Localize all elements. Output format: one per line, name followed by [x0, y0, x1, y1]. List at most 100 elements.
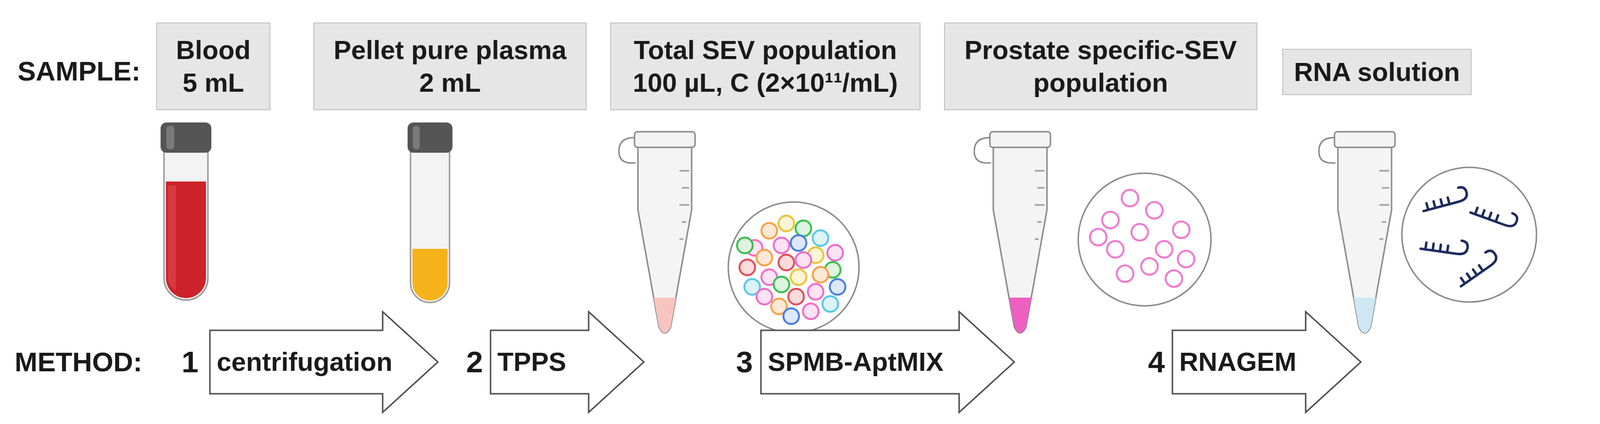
arrow-shape: [1172, 311, 1361, 413]
magnifier-circle: [1078, 173, 1211, 307]
vesicle: [773, 237, 790, 254]
arrow-shape: [490, 311, 644, 413]
sample-text: Prostate specific-SEV population: [955, 33, 1246, 100]
rna-strand: [1420, 235, 1469, 256]
magnifier-circle: [1401, 167, 1537, 303]
method-name: RNAGEM: [1179, 345, 1297, 379]
graduation-marks: [1379, 170, 1390, 240]
cap-highlight: [166, 125, 175, 150]
plasma-tube: [407, 122, 453, 303]
sample-text: Pellet pure plasma: [333, 33, 567, 67]
arrow-shape: [760, 311, 1015, 413]
lid-hinge: [974, 137, 991, 164]
eppendorf-tube: [974, 131, 1051, 334]
vesicle: [812, 266, 829, 283]
vesicle: [790, 269, 807, 286]
vesicle: [1141, 258, 1158, 275]
vesicle: [795, 220, 812, 237]
tube-lid: [634, 131, 696, 148]
tube-lid: [989, 131, 1051, 148]
rna-strand: [1419, 185, 1469, 212]
vesicle: [739, 259, 756, 276]
method-name: TPPS: [497, 345, 567, 379]
method-arrow: SPMB-AptMIX: [759, 310, 1016, 414]
graduation-marks: [679, 170, 690, 240]
vesicle: [1155, 241, 1173, 258]
vesicle: [737, 237, 753, 254]
vesicle: [812, 230, 829, 247]
vesicle: [1102, 211, 1119, 229]
lid-hinge: [1318, 137, 1336, 164]
lid-hinge: [618, 137, 636, 164]
vesicle: [822, 296, 839, 312]
tube-liquid: [653, 297, 677, 334]
tube-cap: [160, 122, 212, 153]
sample-box: Total SEV population100 µL, C (2×10¹¹/mL…: [610, 22, 921, 111]
rna-strand: [1470, 199, 1519, 229]
step-number: 4: [1148, 344, 1165, 381]
liquid-highlight: [167, 185, 176, 291]
vesicle: [788, 288, 804, 305]
sample-box: Pellet pure plasma2 mL: [313, 22, 587, 111]
sample-box: RNA solution: [1282, 48, 1472, 96]
row-heading: SAMPLE:: [17, 54, 141, 88]
vesicle: [783, 308, 800, 325]
method-arrow: centrifugation: [208, 310, 439, 414]
tube-cap: [407, 122, 453, 153]
graduation-marks: [1034, 170, 1045, 240]
magnifier-circle: [728, 202, 860, 333]
row-heading: METHOD:: [14, 345, 143, 379]
cap-highlight: [412, 125, 420, 150]
arrow-shape: [209, 311, 438, 413]
vesicle: [778, 254, 795, 271]
tube-glass: [410, 148, 450, 303]
sample-text: 2 mL: [419, 66, 481, 100]
vesicle: [829, 279, 846, 295]
vesicle: [1116, 265, 1134, 283]
method-name: centrifugation: [216, 345, 393, 379]
vesicle: [773, 276, 790, 293]
vesicle: [756, 288, 773, 305]
tube-body: [637, 146, 692, 334]
step-number: 3: [736, 344, 753, 381]
sample-box: Blood5 mL: [156, 22, 271, 111]
eppendorf-tube: [1318, 131, 1395, 334]
vesicle: [807, 284, 824, 300]
sample-text: 100 µL, C (2×10¹¹/mL): [633, 66, 899, 100]
vesicle: [795, 252, 812, 268]
blood-tube: [160, 122, 212, 301]
sample-text: 5 mL: [182, 66, 245, 100]
vesicle: [778, 215, 795, 232]
tube-lid: [1334, 131, 1395, 148]
sample-text: RNA solution: [1293, 55, 1460, 89]
method-arrow: RNAGEM: [1171, 310, 1362, 414]
sample-box: Prostate specific-SEV population: [943, 22, 1258, 111]
tube-body: [1337, 146, 1392, 334]
tube-body: [993, 146, 1047, 334]
vesicle: [1146, 202, 1163, 219]
vesicle: [1121, 189, 1139, 207]
eppendorf-tube: [618, 131, 696, 334]
vesicle: [790, 235, 807, 251]
vesicle: [827, 245, 843, 261]
sample-text: Blood: [176, 33, 251, 67]
rna-strand: [1453, 248, 1499, 287]
blood-liquid: [165, 181, 206, 299]
vesicle: [761, 223, 778, 239]
vesicle: [802, 303, 819, 320]
vesicle-mix: [728, 202, 860, 333]
vesicle: [1177, 250, 1195, 268]
vesicle: [1131, 224, 1149, 241]
vesicle: [1165, 270, 1183, 288]
vesicle: [756, 249, 773, 266]
method-arrow: TPPS: [489, 310, 645, 414]
method-name: SPMB-AptMIX: [767, 345, 944, 379]
step-number: 1: [181, 344, 199, 381]
tube-liquid: [1353, 297, 1376, 334]
tube-glass: [164, 148, 208, 301]
plasma-liquid: [412, 248, 448, 301]
step-number: 2: [466, 344, 483, 381]
sample-text: Total SEV population: [634, 33, 898, 67]
vesicle: [1089, 228, 1107, 246]
